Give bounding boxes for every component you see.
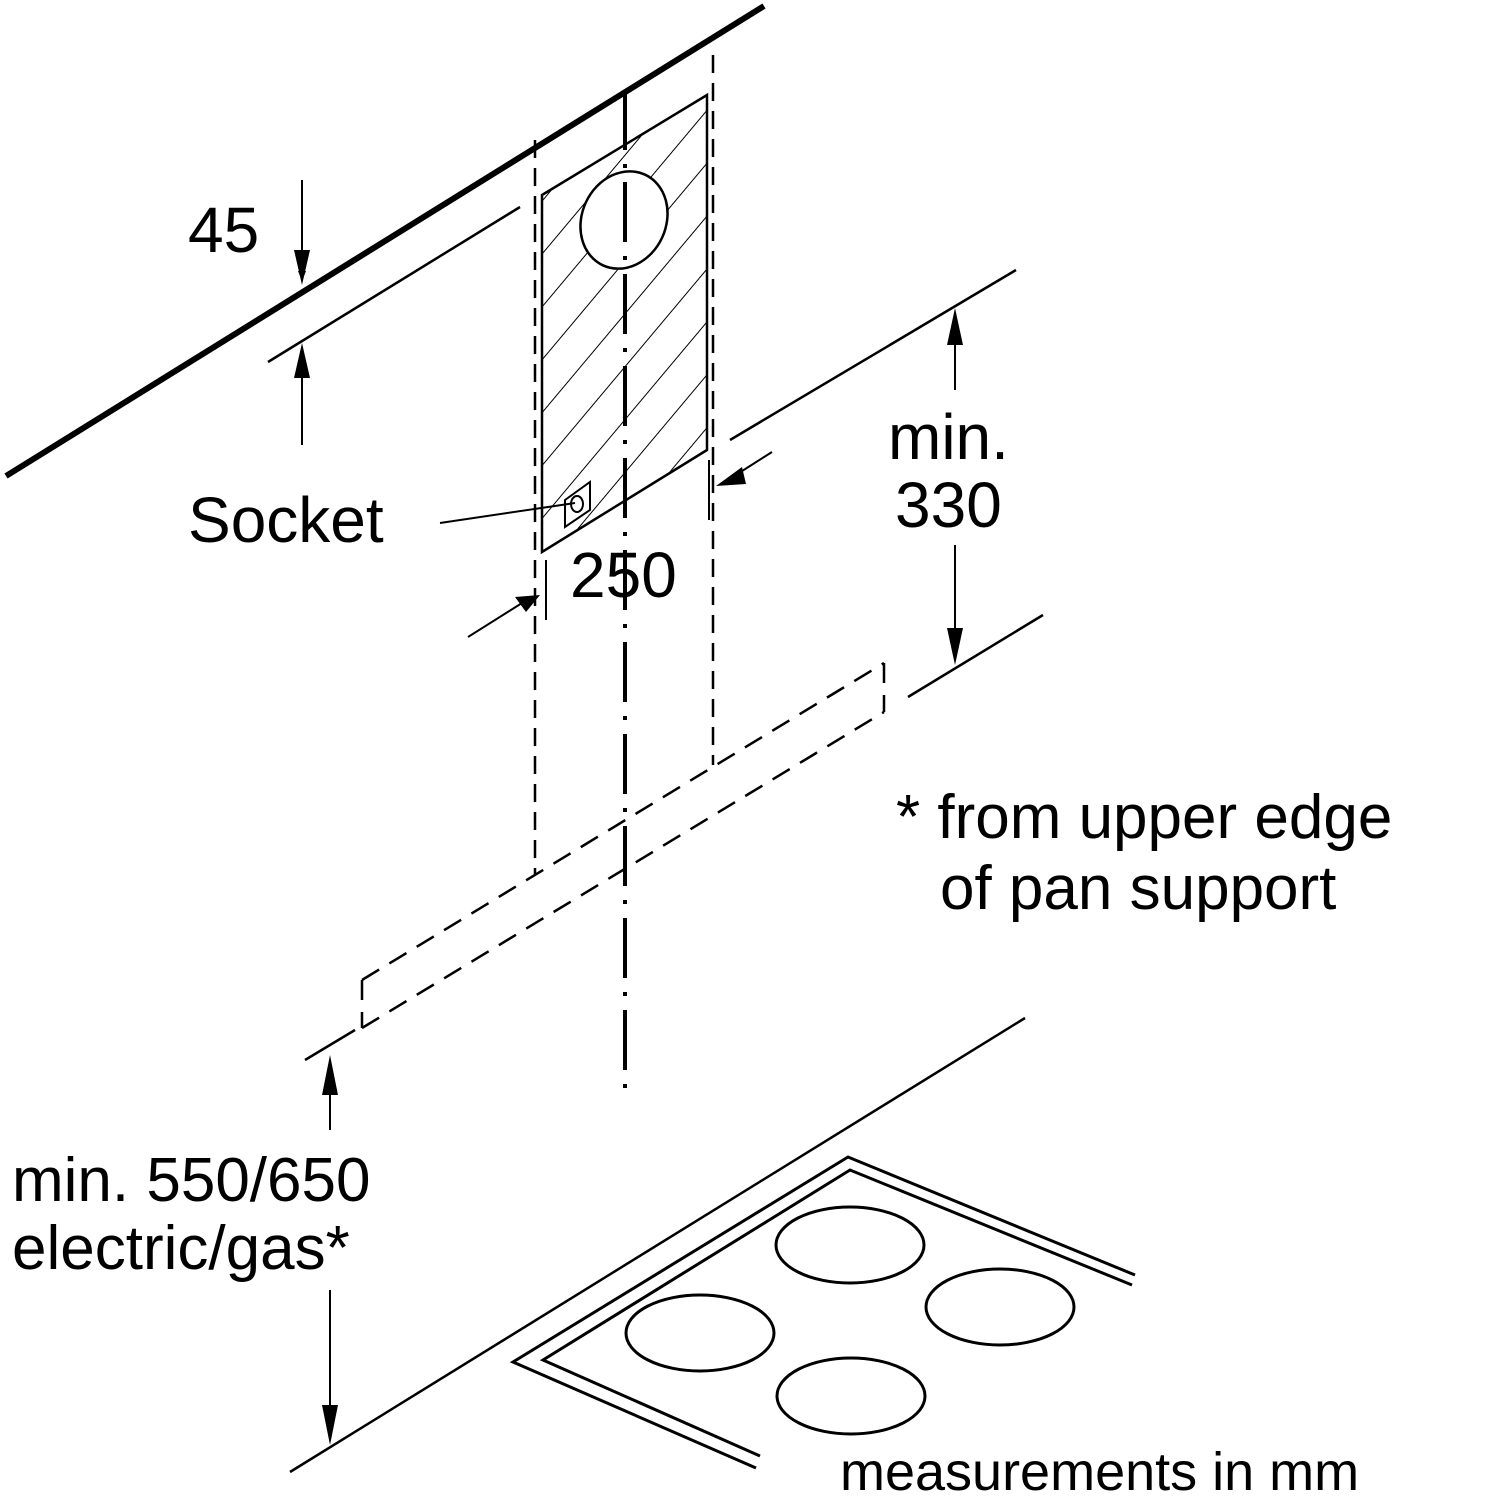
arrowhead: [322, 1055, 338, 1095]
arrowhead: [947, 308, 963, 345]
arrowhead: [947, 628, 963, 665]
burner: [774, 1205, 926, 1285]
arrowhead: [294, 343, 310, 378]
dim-550-label-line2: electric/gas*: [12, 1214, 350, 1283]
hood-lower-reference: [304, 1028, 356, 1062]
ceiling-offset-line: [267, 205, 521, 364]
dim-250-arrow-left: [467, 597, 531, 638]
footnote-line1: * from upper edge: [896, 783, 1393, 852]
dim-550-label-line1: min. 550/650: [12, 1146, 371, 1215]
dim-45-label: 45: [188, 194, 260, 266]
units-note: measurements in mm: [840, 1442, 1360, 1500]
dim-250-label: 250: [570, 539, 677, 611]
hood-outline: [360, 661, 886, 1030]
worktop-edge: [289, 1016, 1026, 1474]
dim-330-label-line2: 330: [895, 469, 1002, 541]
burner: [924, 1267, 1076, 1347]
arrowhead: [294, 250, 310, 285]
ceiling-line: [4, 3, 766, 479]
socket-label: Socket: [188, 484, 384, 556]
arrowhead: [515, 595, 540, 612]
socket-leader: [439, 502, 576, 524]
arrowhead: [716, 467, 746, 486]
arrowhead: [322, 1405, 338, 1445]
burner: [624, 1293, 776, 1373]
hood-top-reference: [729, 268, 1017, 442]
dim-330-label-line1: min.: [888, 401, 1009, 473]
hood-bottom-reference: [907, 613, 1044, 699]
burner: [775, 1356, 927, 1436]
hob: [509, 1155, 1136, 1470]
footnote-line2: of pan support: [940, 854, 1337, 923]
